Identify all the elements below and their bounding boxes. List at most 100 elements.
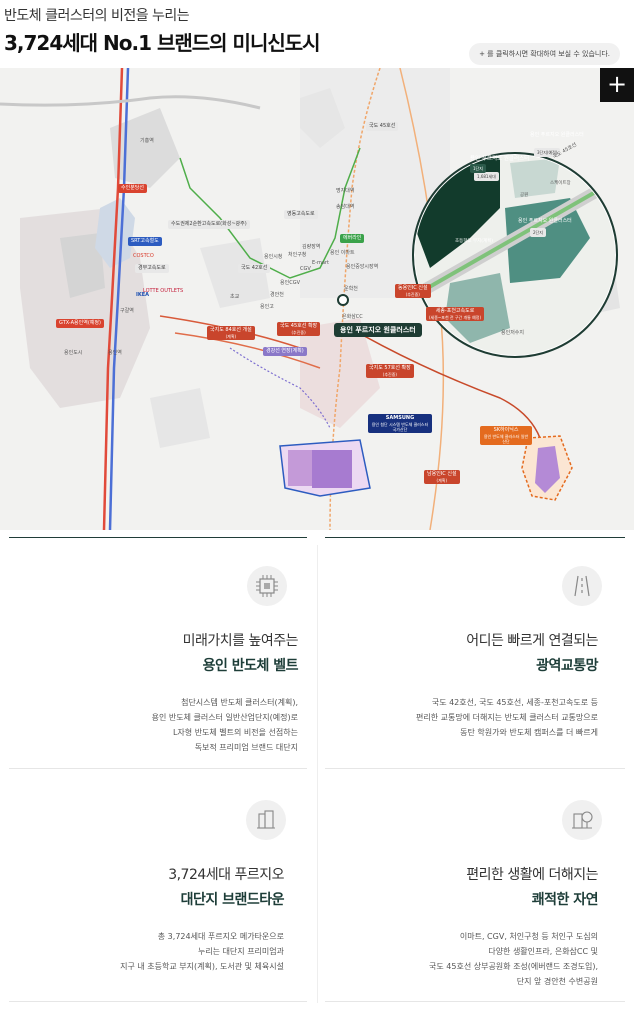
feature4-body-line: 국도 45호선 상부공원화 조성(에버랜드 조경도입), (429, 962, 598, 971)
tree-icon (562, 800, 602, 840)
inset-label-park: 공원 (520, 193, 529, 198)
sk-logo-text: SK하이닉스 (493, 427, 519, 433)
map-label-suwon-pyeongtaek: 수도권제2순환고속도로(화성~광주) (168, 220, 250, 229)
sejong-note: (세종~포천 전 구간 개통 예정) (429, 315, 482, 320)
feature3-body-line: 지구 내 초등학교 부지(계획), 도서관 및 체육시설 (120, 962, 284, 971)
map-label-lotte: LOTTE OUTLETS (143, 288, 184, 294)
feature4-body-line: 이마트, CGV, 처인구청 등 처인구 도심의 (459, 932, 598, 941)
map-label-gyeongbu: 경부고속도로 (135, 264, 169, 273)
feature2-line1: 어디든 빠르게 연결되는 (466, 633, 598, 649)
feature1-line1: 미래가치를 높여주는 (182, 633, 299, 649)
map-label-lake: 용인저수지 (501, 330, 525, 336)
inset-label-cluster2-tag: 2단지 (530, 228, 546, 237)
inset-label-school: 초등학교 부지(계획) (455, 239, 494, 244)
route45-widen-note: (추진중) (291, 330, 306, 335)
map-label-suwon-bundang: 수인분당선 (118, 184, 148, 193)
route57-note: (추진중) (382, 372, 397, 377)
map-label-yongin-station: 용인역 (108, 350, 122, 356)
map-label-giheung: 기흥역 (140, 138, 154, 144)
inset-label-ice-rink: 스케이트장 (550, 181, 571, 186)
feature4-line1: 편리한 생활에 더해지는 (466, 867, 598, 883)
map-label-eunhwa: 은화삼CC (342, 314, 363, 320)
feature4-line2: 쾌적한 자연 (531, 892, 599, 908)
page-subtitle: 반도체 클러스터의 비전을 누리는 (4, 8, 190, 24)
feature3-line1: 3,724세대 푸르지오 (168, 867, 284, 883)
map-label-srt: SRT고속철도 (128, 237, 162, 246)
inset-label-phase1: 1단지 (470, 164, 486, 173)
feature2-body-line: 국도 42호선, 국도 45호선, 세종-포천고속도로 등 (431, 698, 598, 707)
route84-title: 국지도 84호선 개설 (210, 327, 252, 333)
inset-label-project-tag: 1,681세대 (474, 172, 499, 181)
feature2-line2: 광역교통망 (536, 658, 598, 674)
location-map[interactable]: 수인분당선 SRT고속철도 경부고속도로 GTX-A용인역(예정) 국도 42호… (0, 68, 634, 530)
feature3-body-line: 누리는 대단지 프리미엄과 (197, 947, 284, 956)
map-label-cityhall: 처인구청 (288, 252, 307, 258)
srt-line (102, 68, 124, 530)
route57-title: 국지도 57호선 확장 (369, 365, 411, 371)
dongbaek-ic-title: 동용인IC 신설 (398, 285, 428, 291)
map-label-gugal: 구갈역 (120, 308, 134, 314)
map-label-route42: 국도 42호선 (238, 264, 271, 273)
road-icon (562, 566, 602, 606)
map-label-gyeonggang: 경강선 연장(계획) (263, 347, 307, 356)
map-label-samsung: SAMSUNG 용인 첨단 시스템 반도체 클러스터 국가산단 (368, 414, 432, 433)
map-label-yongin-central: 용인중앙시장역 (346, 264, 379, 270)
feature1-body-line: 용인 반도체 클러스터 일반산업단지(예정)로 (151, 713, 298, 722)
map-label-project: 용인 푸르지오 원클러스터 (334, 323, 422, 337)
feature2-body-line: 동탄 학원가와 반도체 캠퍼스를 더 빠르게 (460, 728, 598, 737)
gtx-line (108, 68, 130, 530)
map-label-dongbaek-ic: 동용인IC 신설 (추진중) (395, 284, 431, 298)
map-label-yongdong: 영동고속도로 (284, 210, 318, 219)
map-label-cgv: CGV (300, 266, 311, 272)
feature1-body-line: L자형 반도체 벨트의 비전을 선점하는 (172, 728, 298, 737)
map-label-yongin-cityhall: 용인시청 (264, 254, 283, 260)
sejong-title: 세종-포천고속도로 (435, 308, 475, 314)
inset-label-cluster3-tag: 3단지(예정) (534, 148, 561, 157)
inset-map (412, 152, 618, 358)
dongbaek-ic-note: (추진중) (405, 292, 420, 297)
map-label-route45: 국도 45호선 (366, 122, 399, 131)
chip-icon (247, 566, 287, 606)
sk-desc: 용인 반도체 클러스터 일반산단 (483, 434, 529, 444)
map-label-myongji: 명지대역 (336, 188, 355, 194)
map-label-costco: COSTCO (133, 253, 154, 259)
feature3-line2: 대단지 브랜드타운 (180, 892, 285, 908)
feature-rule-left (9, 768, 307, 769)
feature-rule-bottom-right (325, 1001, 625, 1002)
zoom-hint: + 를 클릭하시면 확대하여 보실 수 있습니다. (469, 43, 620, 65)
zoom-button[interactable]: + (600, 68, 634, 102)
map-label-route57: 국지도 57호선 확장 (추진중) (366, 364, 414, 378)
namyongin-ic-note: (계획) (436, 478, 448, 483)
inset-label-cluster3: 용인 푸르지오 원클러스터 (530, 132, 584, 138)
inset-label-cluster2: 용인 푸르지오 원클러스터 (518, 218, 572, 224)
feature1-body-line: 첨단시스템 반도체 클러스터(계획), (181, 698, 298, 707)
everline-line (179, 147, 361, 279)
map-label-sejong: 세종-포천고속도로 (세종~포천 전 구간 개통 예정) (426, 307, 485, 321)
map-label-sk: SK하이닉스 용인 반도체 클러스터 일반산단 (480, 426, 532, 445)
samsung-logo-text: SAMSUNG (385, 415, 415, 421)
map-label-yongin-emart: 용인 이마트 (330, 250, 355, 256)
feature1-body-line: 독보적 프리미엄 브랜드 대단지 (194, 743, 298, 752)
feature1-line2: 용인 반도체 벨트 (202, 658, 299, 674)
map-label-route84: 국지도 84호선 개설 (계획) (207, 326, 255, 340)
feature-rule-bottom-left (9, 1001, 307, 1002)
map-label-hakgyo: 초교 (230, 294, 240, 300)
map-label-songdam: 송담대역 (336, 204, 355, 210)
map-label-route45-widen: 국도 45호선 확장 (추진중) (277, 322, 321, 336)
map-label-gimnyangjang: 김량장역 (302, 244, 321, 250)
map-graphic (0, 68, 620, 530)
feature4-body-line: 단지 앞 경안천 수변공원 (516, 977, 598, 986)
map-label-yongin-cgv: 용인CGV (280, 280, 300, 286)
map-label-gyeongan: 경안천 (270, 292, 284, 298)
map-label-everline: 에버라인 (340, 234, 365, 243)
feature2-body-line: 편리한 교통망에 더해지는 반도체 클러스터 교통망으로 (416, 713, 598, 722)
route45-widen-title: 국도 45호선 확장 (280, 323, 318, 329)
namyongin-ic-title: 남용인IC 신설 (427, 471, 457, 477)
feature-divider-left (9, 537, 307, 538)
feature3-body-line: 총 3,724세대 푸르지오 메가타운으로 (157, 932, 284, 941)
feature-vertical-rule (317, 545, 318, 1003)
project-marker (337, 294, 349, 306)
inset-label-project: 용인 푸르지오 원클러스터 (470, 156, 530, 162)
page-title: 3,724세대 No.1 브랜드의 미니신도시 (4, 31, 321, 55)
feature-divider-right (325, 537, 625, 538)
